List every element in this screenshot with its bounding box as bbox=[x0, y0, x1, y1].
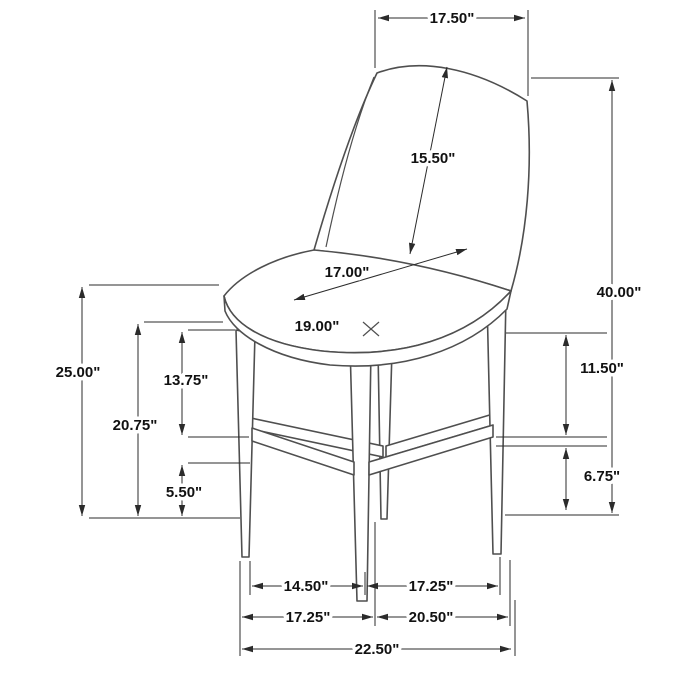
dim-label-seat-to-footrest: 11.50" bbox=[580, 360, 624, 377]
dim-label-seat-width: 19.00" bbox=[295, 318, 340, 335]
front-left-leg bbox=[235, 329, 256, 558]
dim-front-leg-span: 14.50" bbox=[249, 557, 501, 599]
dim-label-apron-to-footrest: 13.75" bbox=[164, 372, 209, 389]
dimension-annotations: 17.50" 15.50" 17.00" 19.00" 40.00" 11.50… bbox=[52, 7, 645, 662]
dim-footrest-thickness: 5.50" bbox=[162, 462, 250, 516]
dim-base-front-width: 17.25" bbox=[239, 522, 376, 656]
rear-left-leg bbox=[377, 349, 393, 520]
chair-drawing bbox=[223, 64, 531, 602]
dim-overall-depth: 22.50" bbox=[242, 600, 516, 662]
dim-label-side-leg-span: 17.25" bbox=[409, 578, 454, 595]
dim-label-seat-height: 25.00" bbox=[56, 364, 101, 381]
dim-floor-to-apron: 20.75" bbox=[109, 321, 223, 516]
dim-side-leg-span: 17.25" bbox=[367, 575, 498, 599]
dim-label-front-leg-span: 14.50" bbox=[284, 578, 329, 595]
front-stretcher bbox=[251, 427, 355, 476]
dim-label-overall-depth: 22.50" bbox=[355, 641, 400, 658]
dim-footrest-to-floor: 6.75" bbox=[496, 445, 624, 510]
dim-label-floor-to-apron: 20.75" bbox=[113, 417, 158, 434]
dim-label-base-front-width: 17.25" bbox=[286, 609, 331, 626]
dim-back-height: 15.50" bbox=[407, 66, 459, 255]
dim-label-footrest-thickness: 5.50" bbox=[166, 484, 202, 501]
dimension-line bbox=[408, 66, 449, 255]
stitch-line bbox=[362, 321, 380, 337]
seat-stitch-mark bbox=[362, 321, 380, 337]
dim-label-back-width: 17.50" bbox=[430, 10, 475, 27]
dim-label-back-height: 15.50" bbox=[411, 150, 456, 167]
dim-back-width: 17.50" bbox=[374, 7, 529, 96]
dimension-line bbox=[293, 248, 468, 301]
dim-apron-to-footrest: 13.75" bbox=[160, 329, 249, 438]
dim-base-side-depth: 20.50" bbox=[377, 560, 511, 630]
seat-skirt bbox=[223, 290, 512, 367]
dim-label-footrest-to-floor: 6.75" bbox=[584, 468, 620, 485]
dim-label-seat-depth: 17.00" bbox=[325, 264, 370, 281]
dim-label-overall-height: 40.00" bbox=[597, 284, 642, 301]
dim-seat-to-footrest: 11.50" bbox=[496, 332, 627, 438]
dim-seat-height: 25.00" bbox=[52, 284, 240, 519]
right-stretcher bbox=[368, 424, 494, 476]
dim-overall-height: 40.00" bbox=[505, 77, 645, 516]
dim-seat-depth: 17.00" bbox=[293, 248, 468, 301]
dim-label-base-side-depth: 20.50" bbox=[409, 609, 454, 626]
rear-right-leg bbox=[486, 295, 507, 555]
backrest-edge-line bbox=[325, 76, 375, 248]
dim-seat-width: 19.00" bbox=[291, 315, 343, 339]
